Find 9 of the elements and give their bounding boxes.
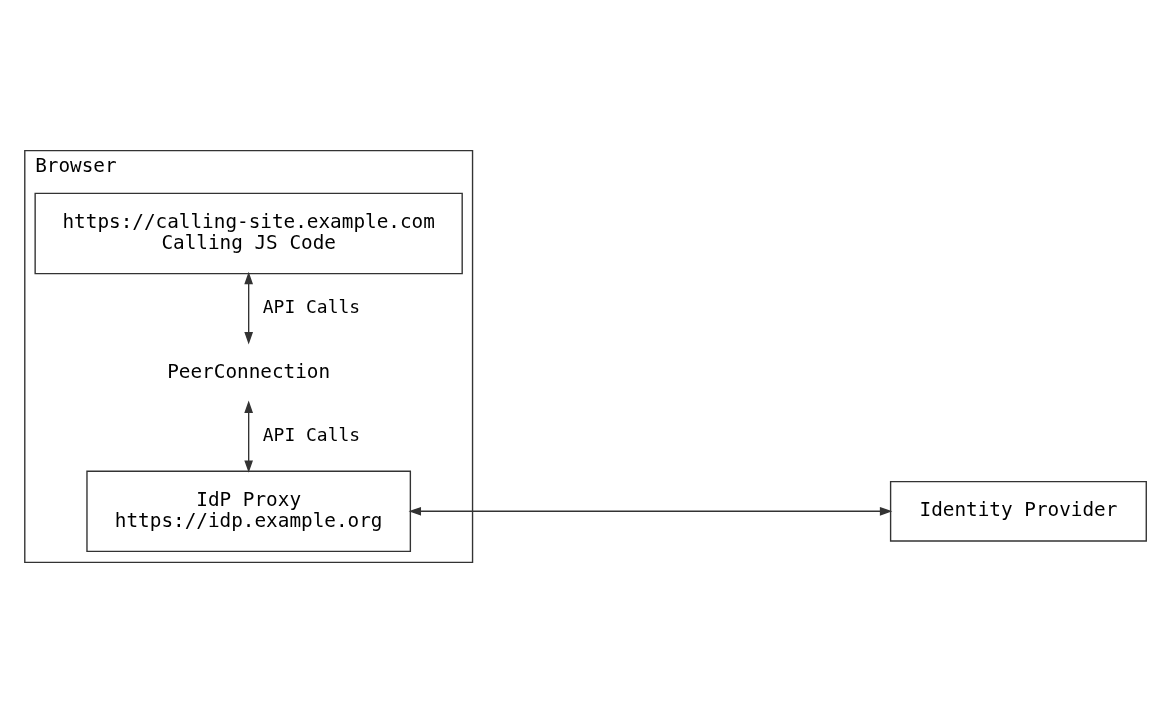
arrow [244, 400, 254, 473]
arrow [244, 271, 254, 344]
node-box: https://calling-site.example.com Calling JS Code [34, 192, 463, 274]
node-box: Identity Provider [889, 480, 1147, 542]
arrow [408, 506, 893, 516]
edge-label: API Calls [262, 295, 361, 317]
node-text: PeerConnection [167, 359, 331, 383]
edge-label: API Calls [262, 423, 361, 445]
node-box: IdP Proxy https://idp.example.org [86, 470, 412, 552]
